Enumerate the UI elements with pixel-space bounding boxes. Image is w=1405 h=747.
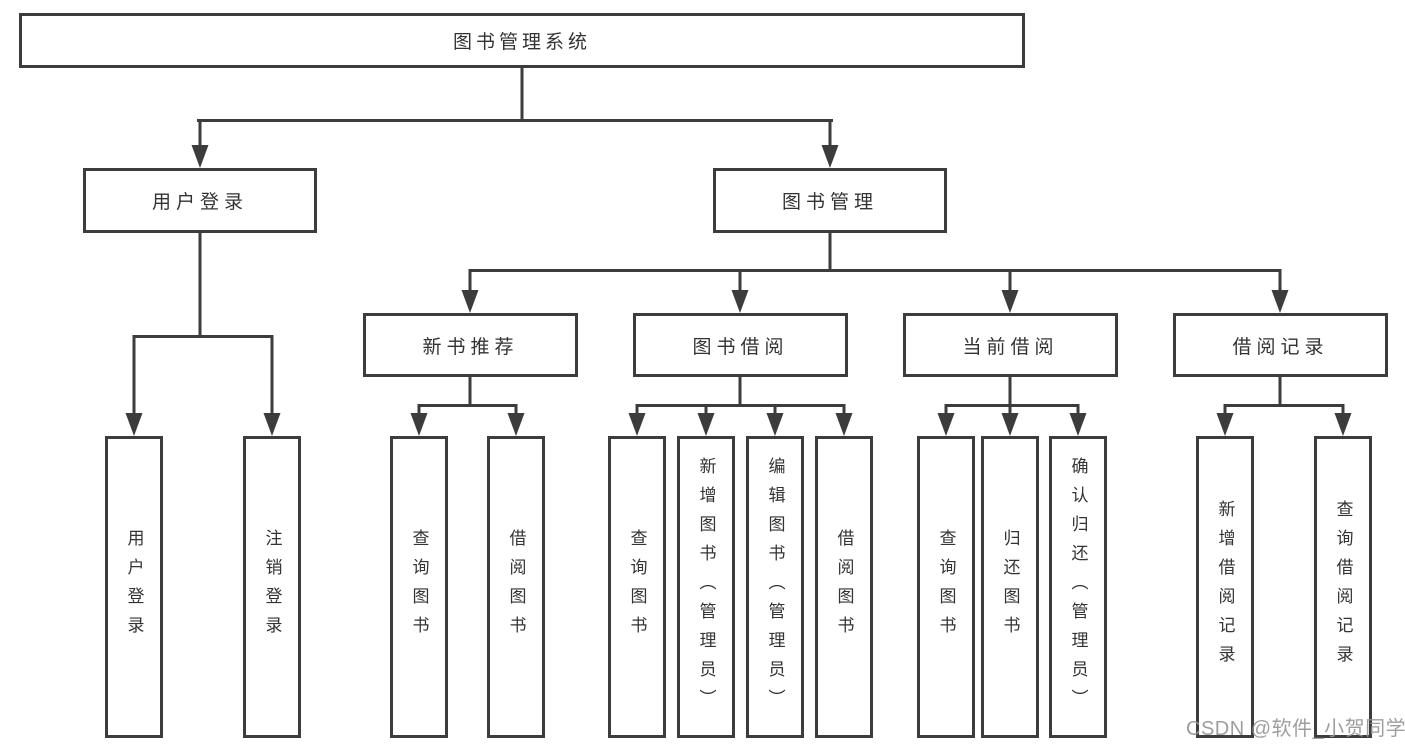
leaf-borrowing-edit-admin-label: 编辑图书（管理员） bbox=[765, 456, 785, 718]
node-book-management-label: 图书管理 bbox=[781, 192, 878, 213]
node-current-borrowing: 当前借阅 bbox=[903, 313, 1118, 377]
leaf-current-return: 归还图书 bbox=[981, 436, 1039, 738]
leaf-newbooks-borrow-label: 借阅图书 bbox=[506, 529, 526, 645]
leaf-current-query-label: 查询图书 bbox=[936, 529, 956, 645]
leaf-current-confirm-return-admin: 确认归还（管理员） bbox=[1049, 436, 1107, 738]
node-root-label: 图书管理系统 bbox=[452, 32, 591, 53]
leaf-borrowing-borrow-label: 借阅图书 bbox=[834, 529, 854, 645]
leaf-current-confirm-return-admin-label: 确认归还（管理员） bbox=[1068, 456, 1088, 718]
leaf-records-add-label: 新增借阅记录 bbox=[1215, 500, 1235, 674]
leaf-logout-label: 注销登录 bbox=[262, 529, 282, 645]
leaf-newbooks-query: 查询图书 bbox=[390, 436, 448, 738]
leaf-current-return-label: 归还图书 bbox=[1000, 529, 1020, 645]
leaf-logout: 注销登录 bbox=[243, 436, 301, 738]
leaf-records-add: 新增借阅记录 bbox=[1196, 436, 1254, 738]
node-new-book-recommend: 新书推荐 bbox=[363, 313, 578, 377]
csdn-watermark: CSDN @软件_小贺同学 bbox=[1186, 718, 1405, 740]
leaf-records-query-label: 查询借阅记录 bbox=[1333, 500, 1353, 674]
node-borrowing-records-label: 借阅记录 bbox=[1232, 336, 1329, 358]
node-borrowing-records: 借阅记录 bbox=[1173, 313, 1388, 377]
node-book-borrowing-label: 图书借阅 bbox=[692, 336, 789, 358]
leaf-current-query: 查询图书 bbox=[917, 436, 975, 738]
leaf-records-query: 查询借阅记录 bbox=[1314, 436, 1372, 738]
node-book-management: 图书管理 bbox=[713, 168, 947, 233]
node-book-borrowing: 图书借阅 bbox=[633, 313, 848, 377]
node-root-library-system: 图书管理系统 bbox=[19, 13, 1025, 68]
node-current-borrowing-label: 当前借阅 bbox=[962, 336, 1059, 358]
leaf-borrowing-add-admin-label: 新增图书（管理员） bbox=[696, 456, 716, 718]
node-new-book-recommend-label: 新书推荐 bbox=[422, 336, 519, 358]
leaf-user-login: 用户登录 bbox=[105, 436, 163, 738]
leaf-newbooks-query-label: 查询图书 bbox=[409, 529, 429, 645]
leaf-borrowing-borrow: 借阅图书 bbox=[815, 436, 873, 738]
leaf-borrowing-edit-admin: 编辑图书（管理员） bbox=[746, 436, 804, 738]
leaf-user-login-label: 用户登录 bbox=[124, 529, 144, 645]
leaf-borrowing-query-label: 查询图书 bbox=[627, 529, 647, 645]
leaf-borrowing-query: 查询图书 bbox=[608, 436, 666, 738]
leaf-borrowing-add-admin: 新增图书（管理员） bbox=[677, 436, 735, 738]
node-user-login-label: 用户登录 bbox=[151, 192, 248, 213]
leaf-newbooks-borrow: 借阅图书 bbox=[487, 436, 545, 738]
node-user-login: 用户登录 bbox=[83, 168, 317, 233]
